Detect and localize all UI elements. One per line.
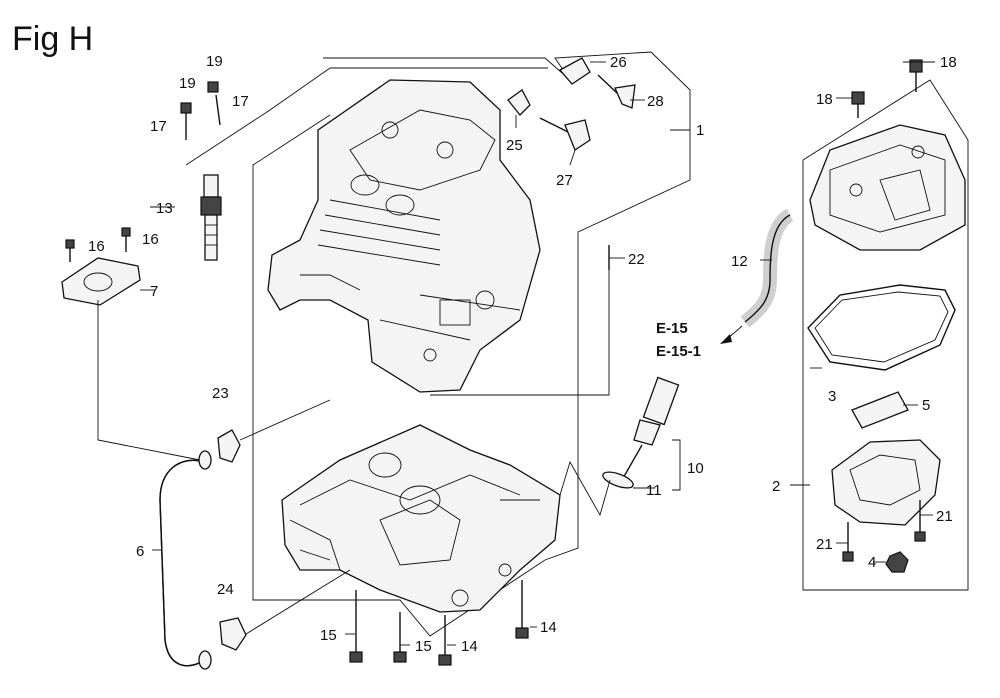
breather-plate bbox=[61, 227, 141, 306]
arrow-icon bbox=[720, 334, 732, 344]
bolt-17-19 bbox=[180, 81, 221, 140]
cover-bolt-18b bbox=[909, 59, 923, 92]
head-cover-gasket bbox=[807, 284, 956, 371]
leader-24 bbox=[245, 569, 351, 635]
callout-14b: 14 bbox=[461, 638, 478, 655]
callout-26: 26 bbox=[610, 54, 627, 71]
callout-15a: 15 bbox=[320, 627, 337, 644]
rocker-bracket-26 bbox=[558, 57, 591, 85]
callout-15b: 15 bbox=[415, 638, 432, 655]
callout-27: 27 bbox=[556, 172, 573, 189]
hose-clamp-24 bbox=[219, 617, 247, 651]
packing-5 bbox=[851, 391, 909, 429]
cylinder-block bbox=[267, 79, 541, 393]
crankcase bbox=[281, 424, 561, 613]
callout-6: 6 bbox=[136, 543, 144, 560]
callout-1: 1 bbox=[696, 122, 704, 139]
callout-7: 7 bbox=[150, 283, 158, 300]
callout-4: 4 bbox=[868, 554, 876, 571]
callout-13: 13 bbox=[156, 200, 173, 217]
callout-12: 12 bbox=[731, 253, 748, 270]
bolt-14b bbox=[515, 580, 529, 639]
reference-e15-1: E-15-1 bbox=[656, 343, 701, 360]
callout-25: 25 bbox=[506, 137, 523, 154]
callout-18a: 18 bbox=[816, 91, 833, 108]
callout-14a: 14 bbox=[540, 619, 557, 636]
callout-16b: 16 bbox=[142, 231, 159, 248]
spark-plug bbox=[200, 174, 222, 261]
leader-frame-17 bbox=[185, 67, 331, 166]
breather-case bbox=[831, 439, 941, 526]
callout-21b: 21 bbox=[936, 508, 953, 525]
bolt-14a bbox=[438, 615, 452, 666]
callout-24: 24 bbox=[217, 581, 234, 598]
breather-hose bbox=[159, 450, 212, 670]
callout-2: 2 bbox=[772, 478, 780, 495]
oil-dipstick bbox=[621, 376, 680, 481]
bolt-15b bbox=[393, 612, 407, 663]
figure-title: Fig H bbox=[12, 20, 93, 58]
callout-labels: 1 2 3 4 5 6 7 10 11 12 13 14 14 15 15 16… bbox=[88, 53, 957, 655]
callout-17a: 17 bbox=[150, 118, 167, 135]
callout-11: 11 bbox=[646, 482, 662, 499]
callout-21a: 21 bbox=[816, 536, 833, 553]
bolt-15a bbox=[349, 590, 363, 663]
callout-5: 5 bbox=[922, 397, 930, 414]
callout-16a: 16 bbox=[88, 238, 105, 255]
case-bolt-21b bbox=[914, 500, 926, 542]
callout-19a: 19 bbox=[179, 75, 196, 92]
head-cover-frame bbox=[802, 79, 969, 591]
callout-28: 28 bbox=[647, 93, 664, 110]
leader-22 bbox=[430, 270, 610, 396]
rocker-pivot-25 bbox=[507, 89, 531, 116]
head-cover bbox=[809, 124, 966, 251]
leader-7-hose bbox=[97, 300, 201, 461]
rocker-arm-27 bbox=[539, 117, 591, 151]
callout-3: 3 bbox=[828, 388, 836, 405]
callout-18b: 18 bbox=[940, 54, 957, 71]
breather-tube-12 bbox=[740, 208, 794, 328]
callout-19b: 19 bbox=[206, 53, 223, 70]
hose-clamp-23 bbox=[217, 429, 241, 463]
reference-e15: E-15 bbox=[656, 320, 688, 337]
leader-zigzag bbox=[559, 460, 611, 517]
callout-23: 23 bbox=[212, 385, 229, 402]
callout-leaders bbox=[140, 61, 935, 646]
callout-17b: 17 bbox=[232, 93, 249, 110]
case-bolt-21a bbox=[842, 522, 854, 562]
rocker-arm-28 bbox=[597, 74, 636, 109]
cover-bolt-18a bbox=[851, 91, 865, 118]
leader-23 bbox=[239, 399, 331, 441]
callout-22: 22 bbox=[628, 251, 645, 268]
nut-4 bbox=[885, 551, 909, 573]
oil-seal-ring bbox=[602, 471, 634, 489]
callout-10: 10 bbox=[687, 460, 704, 477]
